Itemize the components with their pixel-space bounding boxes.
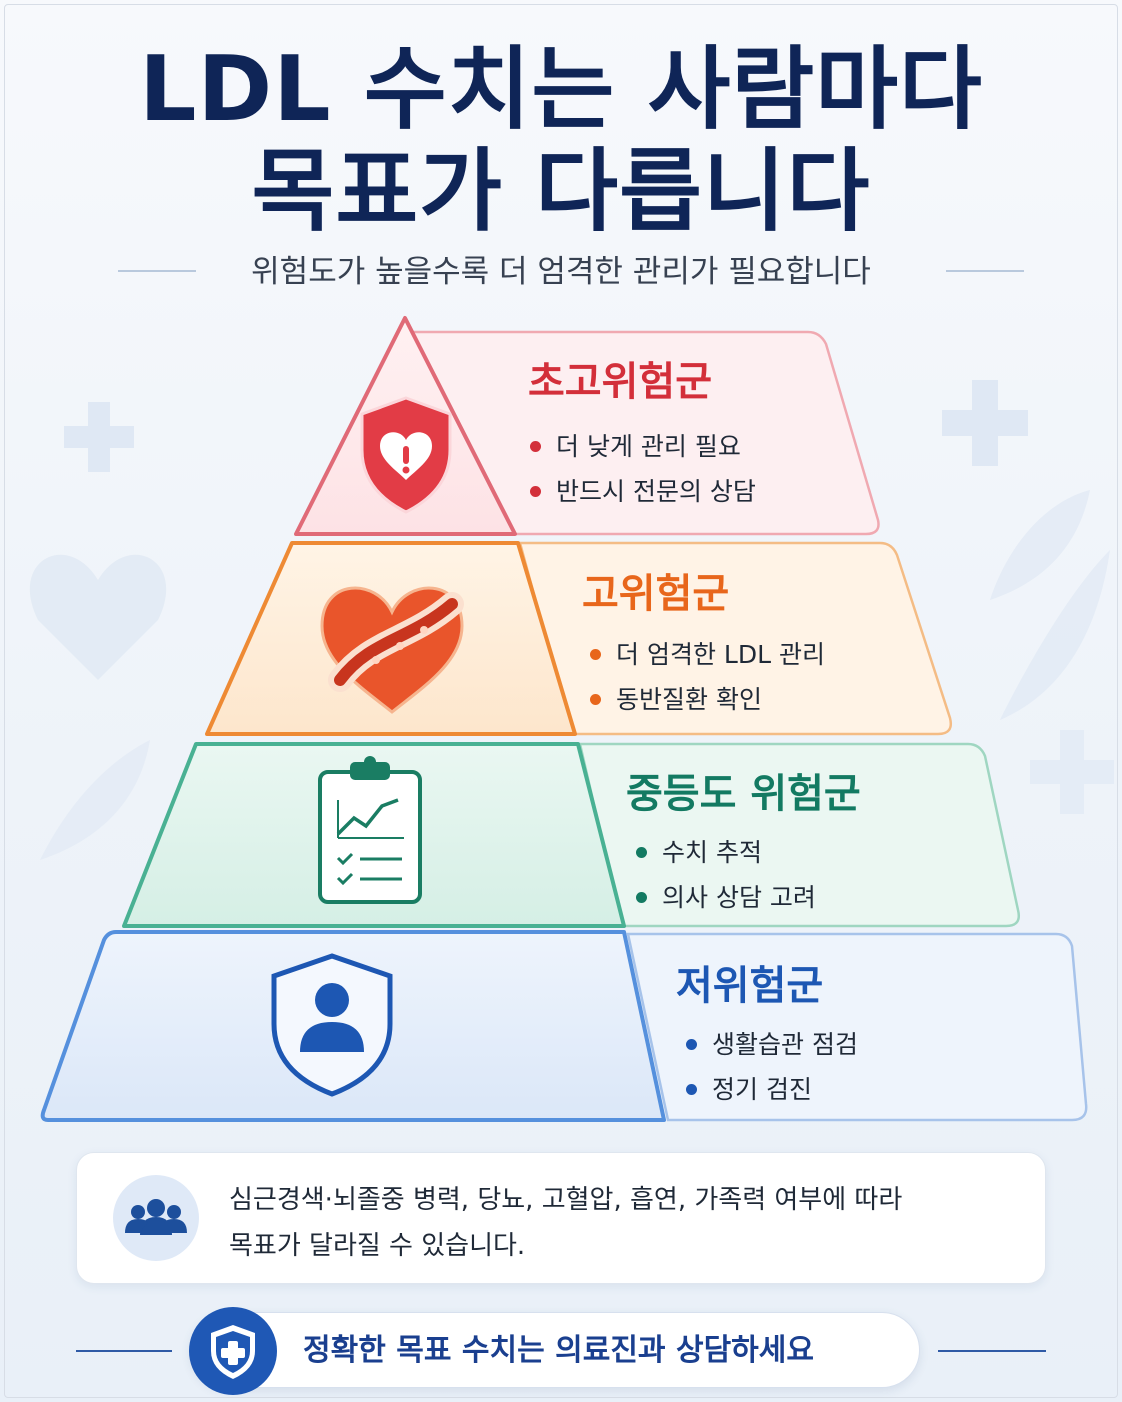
consult-banner: 정확한 목표 수치는 의료진과 상담하세요 <box>189 1307 920 1395</box>
bullet-dot <box>530 486 541 497</box>
tier-moderate-bullets: 수치 추적 의사 상담 고려 <box>634 830 816 920</box>
bullet-dot <box>686 1084 697 1095</box>
tier-low-panel <box>626 932 1088 1122</box>
consult-banner-text: 정확한 목표 수치는 의료진과 상담하세요 <box>303 1333 814 1368</box>
bullet-dot <box>636 892 647 903</box>
tier-moderate-panel <box>578 742 1020 928</box>
shield-person-icon <box>271 953 393 1097</box>
note-line-2: 목표가 달라질 수 있습니다. <box>229 1231 526 1261</box>
heart-decoration-icon <box>29 554 167 680</box>
list-item: 더 낮게 관리 필요 <box>528 424 756 469</box>
cta-divider-right <box>938 1350 1046 1352</box>
list-item: 동반질환 확인 <box>588 677 825 722</box>
subtitle: 위험도가 높을수록 더 엄격한 관리가 필요합니다 <box>251 254 871 290</box>
list-item: 정기 검진 <box>684 1067 858 1112</box>
list-item: 수치 추적 <box>634 830 816 875</box>
risk-factors-note: 심근경색·뇌졸중 병력, 당뇨, 고혈압, 흡연, 가족력 여부에 따라 목표가… <box>76 1152 1046 1284</box>
note-text: 심근경색·뇌졸중 병력, 당뇨, 고혈압, 흡연, 가족력 여부에 따라 목표가… <box>229 1177 1029 1269</box>
shield-cross-icon <box>189 1307 277 1395</box>
tier-very-high-risk <box>294 316 880 536</box>
people-group-icon <box>113 1175 199 1261</box>
bullet-dot <box>686 1039 697 1050</box>
plus-decoration-icon <box>64 402 134 472</box>
shield-heart-alert-icon <box>360 396 452 514</box>
subtitle-row: 위험도가 높을수록 더 엄격한 관리가 필요합니다 <box>0 250 1122 294</box>
tier-moderate-title: 중등도 위험군 <box>626 771 861 817</box>
tier-low-bullets: 생활습관 점검 정기 검진 <box>684 1022 858 1112</box>
tier-very-high-panel <box>408 330 880 536</box>
tier-high-panel <box>518 541 952 736</box>
heart-artery-icon <box>320 586 464 714</box>
tier-moderate-risk <box>122 742 1020 928</box>
bullet-dot <box>590 649 601 660</box>
tier-high-bullets: 더 엄격한 LDL 관리 동반질환 확인 <box>588 632 825 722</box>
leaf-decoration-icon <box>990 490 1110 720</box>
list-item: 더 엄격한 LDL 관리 <box>588 632 825 677</box>
clipboard-chart-icon <box>318 756 422 904</box>
bullet-dot <box>636 847 647 858</box>
tier-low-title: 저위험군 <box>676 963 824 1009</box>
bullet-dot <box>530 441 541 452</box>
note-line-1: 심근경색·뇌졸중 병력, 당뇨, 고혈압, 흡연, 가족력 여부에 따라 <box>229 1185 903 1215</box>
page-title-line1: LDL 수치는 사람마다 <box>139 37 983 142</box>
tier-very-high-title: 초고위험군 <box>528 359 712 405</box>
plus-decoration-icon <box>942 380 1028 466</box>
tier-high-title: 고위험군 <box>582 571 730 617</box>
subtitle-divider-right <box>946 270 1024 272</box>
plus-decoration-icon <box>1030 730 1114 814</box>
subtitle-divider-left <box>118 270 196 272</box>
cta-divider-left <box>76 1350 172 1352</box>
leaf-decoration-icon <box>40 740 150 860</box>
list-item: 의사 상담 고려 <box>634 875 816 920</box>
page-title-line2: 목표가 다릅니다 <box>251 139 871 244</box>
tier-high-risk <box>205 541 952 736</box>
list-item: 생활습관 점검 <box>684 1022 858 1067</box>
bullet-dot <box>590 694 601 705</box>
tier-very-high-bullets: 더 낮게 관리 필요 반드시 전문의 상담 <box>528 424 756 514</box>
list-item: 반드시 전문의 상담 <box>528 469 756 514</box>
tier-low-risk <box>40 930 1088 1122</box>
page-frame <box>4 4 1118 1398</box>
